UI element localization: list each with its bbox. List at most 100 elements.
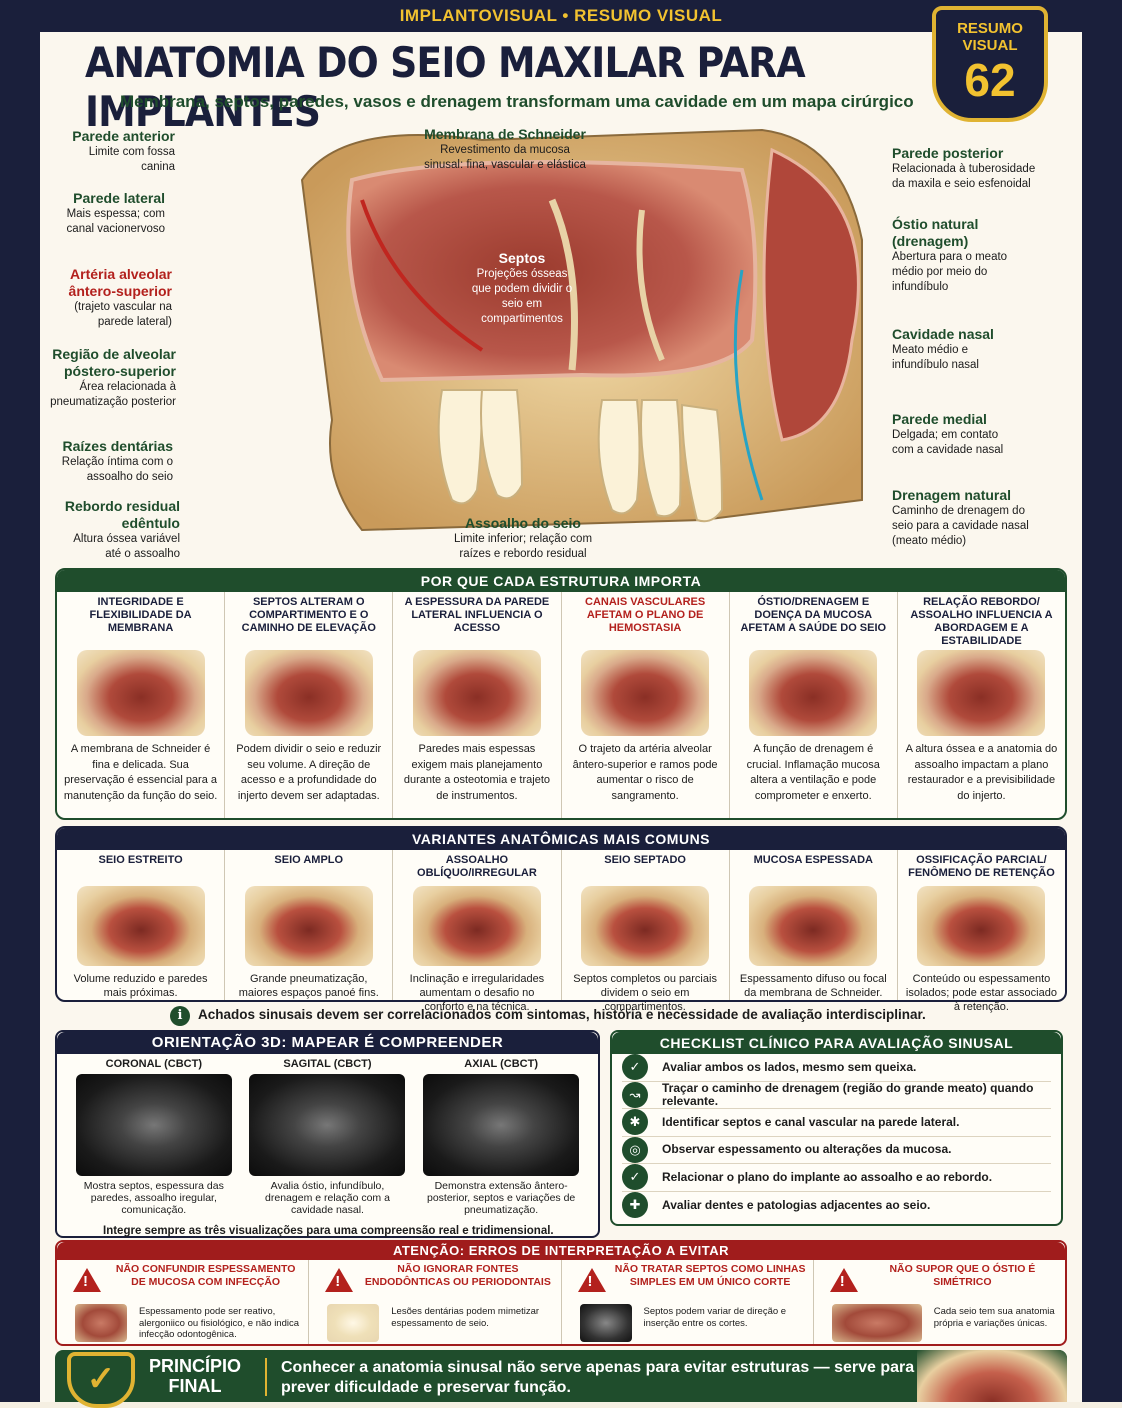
septate-sinus-thumbnail xyxy=(581,886,710,966)
mucosa-icon: ◎ xyxy=(622,1136,648,1163)
teeth xyxy=(437,389,724,523)
mucosa-image xyxy=(75,1304,127,1342)
checklist-heading: CHECKLIST CLÍNICO PARA AVALIAÇÃO SINUSAL xyxy=(612,1032,1061,1054)
drainage-path xyxy=(733,269,764,501)
axial-cbct-image xyxy=(423,1074,580,1176)
checklist-item: ✓Relacionar o plano do implante ao assoa… xyxy=(622,1164,1051,1192)
final-text: Conhecer a anatomia sinusal não serve ap… xyxy=(281,1359,1048,1396)
check-icon: ✓ xyxy=(622,1054,648,1081)
narrow-sinus-thumbnail xyxy=(76,886,205,966)
why-card: CANAIS VASCULARES AFETAM O PLANO DE HEMO… xyxy=(562,592,730,818)
why-card: ÓSTIO/DRENAGEM E DOENÇA DA MUCOSA AFETAM… xyxy=(730,592,898,818)
why-heading: POR QUE CADA ESTRUTURA IMPORTA xyxy=(57,570,1065,592)
label-natural-ostium: Óstio natural (drenagem)Abertura para o … xyxy=(892,216,1008,293)
checklist-item: ✚Avaliar dentes e patologias adjacentes … xyxy=(622,1192,1051,1220)
checklist-section: CHECKLIST CLÍNICO PARA AVALIAÇÃO SINUSAL… xyxy=(610,1030,1063,1226)
ostia-image xyxy=(831,1304,922,1342)
badge-label: RESUMO VISUAL xyxy=(957,20,1023,54)
top-bar: IMPLANTOVISUAL • RESUMO VISUAL xyxy=(40,0,1082,32)
sagittal-cbct-image xyxy=(249,1074,406,1176)
thickened-mucosa-thumbnail xyxy=(749,886,878,966)
tooth xyxy=(480,389,524,500)
alveolar-artery xyxy=(360,199,484,352)
orientation-heading: ORIENTAÇÃO 3D: MAPEAR É COMPREENDER xyxy=(57,1032,598,1054)
teeth-image xyxy=(327,1304,380,1342)
lateral-wall-thumbnail xyxy=(412,650,541,736)
membrane-thumbnail xyxy=(76,650,205,736)
final-divider xyxy=(265,1358,267,1396)
page-subtitle: Membrana, septos, paredes, vasos e drena… xyxy=(120,92,914,111)
label-alveolar-artery: Artéria alveolar ântero-superior(trajeto… xyxy=(68,266,172,328)
warning-icon xyxy=(577,1268,606,1292)
why-card: RELAÇÃO REBORDO/ ASSOALHO INFLUENCIA A A… xyxy=(905,596,1058,802)
summary-badge: RESUMO VISUAL 62 xyxy=(932,6,1048,122)
implant-sinus-image xyxy=(917,1350,1067,1402)
variant-card: OSSIFICAÇÃO PARCIAL/ FENÔMENO DE RETENÇÃ… xyxy=(905,854,1057,1013)
checklist-item: ◎Observar espessamento ou alterações da … xyxy=(622,1136,1051,1164)
shield-check-icon: ✓ xyxy=(67,1352,135,1408)
ridge-thumbnail xyxy=(917,650,1046,736)
variants-section: VARIANTES ANATÔMICAS MAIS COMUNS SEIO ES… xyxy=(55,826,1067,1013)
retention-thumbnail xyxy=(917,886,1046,966)
orientation-note: Integre sempre as três visualizações par… xyxy=(103,1225,554,1237)
checklist-item: ↝Traçar o caminho de drenagem (região do… xyxy=(622,1081,1051,1109)
warning-card: !NÃO CONFUNDIR ESPESSAMENTO DE MUCOSA CO… xyxy=(57,1260,310,1344)
checklist-item: ✱Identificar septos e canal vascular na … xyxy=(622,1109,1051,1137)
why-card: A ESPESSURA DA PAREDE LATERAL INFLUENCIA… xyxy=(393,592,562,818)
warnings-section: ATENÇÃO: ERROS DE INTERPRETAÇÃO A EVITAR… xyxy=(55,1240,1067,1346)
tooth-tool-icon: ✚ xyxy=(622,1192,648,1219)
route-icon: ↝ xyxy=(622,1081,648,1108)
coronal-cbct-image xyxy=(75,1074,232,1176)
why-card: SEPTOS ALTERAM O COMPARTIMENTO E O CAMIN… xyxy=(225,592,394,818)
warning-icon xyxy=(73,1268,101,1292)
warning-card: !NÃO IGNORAR FONTES ENDODÔNTICAS OU PERI… xyxy=(309,1260,562,1344)
variants-heading: VARIANTES ANATÔMICAS MAIS COMUNS xyxy=(57,828,1065,850)
sinus-anatomy-illustration xyxy=(300,128,863,532)
warning-icon xyxy=(829,1268,858,1292)
warnings-heading: ATENÇÃO: ERROS DE INTERPRETAÇÃO A EVITAR xyxy=(57,1242,1065,1260)
coronal-view: CORONAL (CBCT)Mostra septos, espessura d… xyxy=(75,1058,233,1216)
septum xyxy=(548,198,578,371)
wide-sinus-thumbnail xyxy=(244,886,373,966)
vessel-icon: ✱ xyxy=(622,1109,648,1136)
septa-thumbnail xyxy=(244,650,373,736)
tooth xyxy=(597,399,641,515)
nasal-cavity xyxy=(762,147,860,442)
warning-card: !NÃO TRATAR SEPTOS COMO LINHAS SIMPLES E… xyxy=(562,1260,814,1344)
implant-icon: ✓ xyxy=(622,1164,648,1191)
orientation-section: ORIENTAÇÃO 3D: MAPEAR É COMPREENDER CORO… xyxy=(55,1030,600,1238)
page-title: ANATOMIA DO SEIO MAXILAR PARA IMPLANTES xyxy=(85,38,806,136)
tooth xyxy=(680,403,724,523)
info-icon: i xyxy=(170,1006,190,1026)
tooth xyxy=(640,399,682,518)
oblique-floor-thumbnail xyxy=(412,886,541,966)
ostium-thumbnail xyxy=(749,650,878,736)
final-title: PRINCÍPIO FINAL xyxy=(148,1356,241,1396)
warning-icon xyxy=(325,1268,354,1292)
vascular-thumbnail xyxy=(581,650,710,736)
final-principle: ✓ PRINCÍPIO FINAL Conhecer a anatomia si… xyxy=(55,1350,1067,1408)
ct-slice-image xyxy=(579,1304,632,1342)
septum-2 xyxy=(636,209,665,362)
why-section: POR QUE CADA ESTRUTURA IMPORTA INTEGRIDA… xyxy=(55,568,1067,820)
badge-number: 62 xyxy=(964,54,1016,106)
